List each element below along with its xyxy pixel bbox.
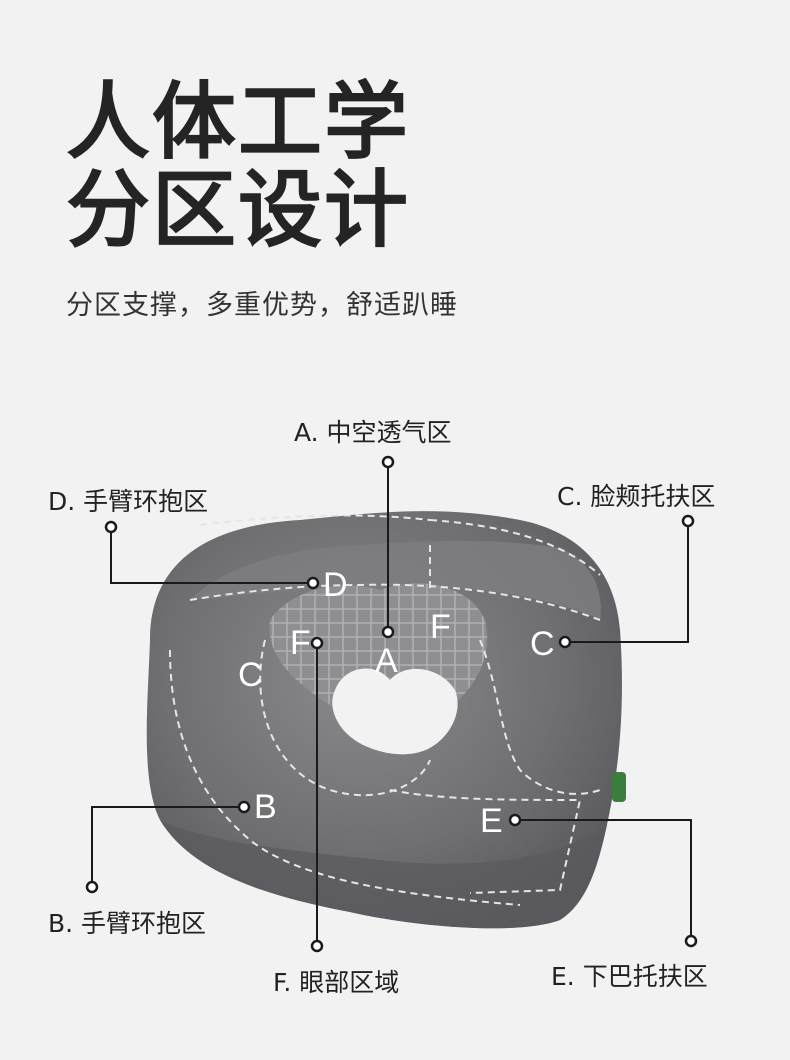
callout-b: B. 手臂环抱区 [48, 909, 207, 938]
page-subtitle: 分区支撑，多重优势，舒适趴睡 [66, 290, 458, 321]
zone-label-f-right: F [430, 608, 451, 646]
zone-label-c-left: C [238, 656, 263, 694]
callout-a: A. 中空透气区 [294, 418, 452, 447]
zone-label-a: A [375, 642, 398, 680]
callout-c: C. 脸颊托扶区 [557, 482, 716, 511]
callout-d: D. 手臂环抱区 [48, 487, 209, 516]
zone-label-d: D [323, 566, 348, 604]
callout-e: E. 下巴托扶区 [551, 962, 708, 991]
page-title-line2: 分区设计 [66, 161, 411, 259]
zone-label-e: E [480, 802, 503, 840]
leader-lines [91, 462, 692, 946]
page-title-line1: 人体工学 [66, 73, 411, 171]
callout-f: F. 眼部区域 [273, 968, 400, 997]
zone-label-b: B [254, 788, 277, 826]
pillow-shape [146, 511, 626, 929]
zone-label-c-right: C [530, 625, 555, 663]
leader-dots [85, 455, 698, 953]
zone-label-f-left: F [290, 624, 311, 662]
